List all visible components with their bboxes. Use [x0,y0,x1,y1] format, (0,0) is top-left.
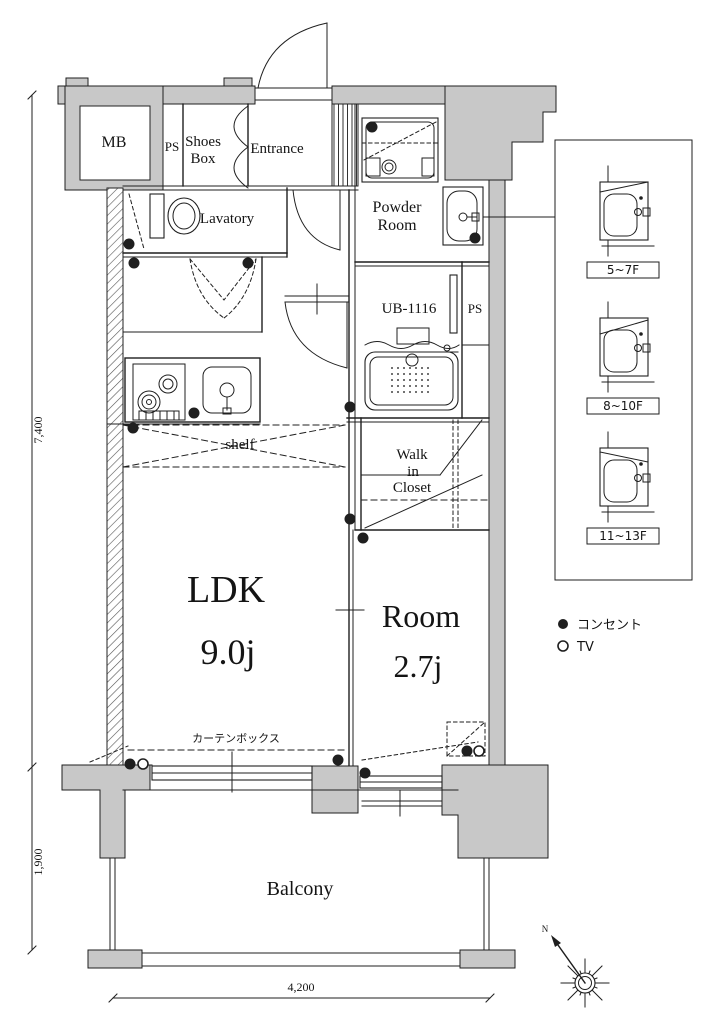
left-hatched-wall [106,187,124,766]
label-ldk: LDK [187,569,266,611]
label-shoes-box-1: Shoes [185,134,221,150]
closet-doors [189,258,257,301]
label-ps-upper: PS [165,139,179,154]
north-arrow [552,937,586,984]
kitchen-stove [132,363,186,421]
interior-walls [89,22,490,967]
room-window [359,775,443,817]
vanity-diagram-11-13f [586,431,660,545]
tub-antislip [388,366,432,394]
label-shelf: shelf [225,437,254,453]
label-room: Room [382,598,460,634]
label-room-size: 2.7j [394,648,443,684]
vanity-diagram-8-10f [586,301,660,415]
label-shoes-box-2: Box [190,151,216,167]
label-ldk-size: 9.0j [200,632,255,672]
variant-label-5-7f: 5~7F [607,263,639,277]
ldk-door-swing [284,301,348,369]
compass-rose [551,935,610,1008]
label-mb: MB [102,134,127,151]
variant-label-11-13f: 11~13F [599,529,647,543]
compass-north-label: N [542,924,549,934]
legend-outlet-label: コンセント [577,618,642,633]
dim-left-balcony: 1,900 [31,849,45,876]
label-unit-bath: UB-1116 [382,301,437,317]
tv-legend-dot [557,640,569,652]
tv-dot [137,758,149,770]
label-entrance: Entrance [250,141,304,157]
ldk-sliding-window [151,751,313,793]
bathtub [364,274,460,411]
toilet [149,193,201,239]
legend-tv-label: TV [576,640,594,655]
tv-dot [473,745,485,757]
fixtures [106,117,484,425]
hall-door-swing [292,189,341,251]
kitchen-counter [106,357,261,425]
shelf-dashed-lines [122,424,346,468]
outlet-legend-dot [558,619,568,629]
lavatory-door [128,193,145,250]
entrance-door-swing [257,22,328,89]
legend [557,619,569,652]
label-wic-2: in [407,464,419,480]
bath-door [449,274,458,334]
label-powder-1: Powder [373,199,423,216]
floor-variant-panel [482,139,693,581]
label-wic-3: Closet [393,480,432,496]
balcony-rails [109,857,490,967]
vanity-diagram-5-7f [586,165,660,279]
variant-label-8-10f: 8~10F [603,399,643,413]
dim-left-total: 7,400 [31,417,45,444]
dim-bottom-width: 4,200 [288,980,315,994]
label-powder-2: Room [377,217,417,234]
label-curtain-box: カーテンボックス [192,732,280,745]
outlet-dots [123,121,485,779]
entrance-step-tile [331,103,359,187]
label-lavatory: Lavatory [200,211,255,227]
label-wic-1: Walk [396,447,428,463]
label-ps-right: PS [468,301,482,316]
kitchen-sink [202,366,252,415]
dimension-lines [27,90,495,1003]
label-balcony: Balcony [267,878,334,900]
exterior-walls [57,77,557,969]
